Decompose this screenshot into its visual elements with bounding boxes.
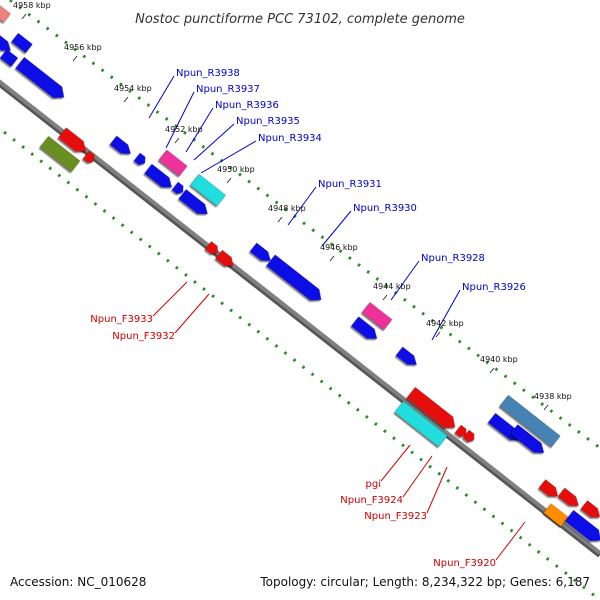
genome-summary-text: Topology: circular; Length: 8,234,322 bp…: [259, 575, 590, 589]
genome-backbone: [0, 79, 600, 558]
label-leader-lines: [148, 75, 526, 561]
scale-label-4950: 4950 kbp: [217, 165, 255, 174]
scale-label-4958: 4958 kbp: [13, 1, 51, 10]
scale-ticks: [21, 13, 549, 411]
gene-label-npun-r3930[interactable]: Npun_R3930: [353, 203, 417, 214]
gene-label-npun-r3934[interactable]: Npun_R3934: [258, 133, 322, 144]
scale-label-4940: 4940 kbp: [480, 355, 518, 364]
label-leader: [193, 123, 235, 161]
label-leader: [431, 289, 461, 341]
label-leader: [148, 75, 175, 119]
label-leader: [321, 210, 352, 247]
scale-tick: [489, 367, 495, 374]
gene-feature[interactable]: [462, 429, 477, 444]
gene-feature[interactable]: [39, 135, 81, 173]
label-leader: [495, 521, 526, 561]
label-leader: [185, 107, 214, 153]
scale-dot-line: [0, 127, 600, 600]
scale-label-4952: 4952 kbp: [165, 125, 203, 134]
label-leader: [402, 455, 433, 498]
scale-label-4944: 4944 kbp: [373, 282, 411, 291]
gene-label-npun-r3928[interactable]: Npun_R3928: [421, 253, 485, 264]
gene-feature[interactable]: [178, 188, 212, 218]
gene-feature[interactable]: [133, 152, 148, 167]
gene-label-npun-r3936[interactable]: Npun_R3936: [215, 100, 279, 111]
scale-tick: [226, 177, 232, 184]
scale-label-4954: 4954 kbp: [114, 84, 152, 93]
gene-label-npun-f3923[interactable]: Npun_F3923: [364, 511, 427, 522]
gene-feature[interactable]: [109, 135, 134, 158]
scale-tick: [21, 13, 27, 20]
gene-feature[interactable]: [171, 181, 186, 196]
scale-tick: [329, 255, 335, 262]
gene-label-npun-f3920[interactable]: Npun_F3920: [433, 558, 496, 569]
scale-tick: [72, 55, 78, 62]
label-leader: [390, 260, 420, 301]
scale-tick: [435, 331, 441, 338]
gene-label-npun-r3937[interactable]: Npun_R3937: [196, 84, 260, 95]
gene-feature[interactable]: [82, 150, 97, 165]
scale-tick: [382, 294, 388, 301]
scale-tick: [277, 216, 283, 223]
label-leader: [165, 91, 195, 149]
accession-text: Accession: NC_010628: [10, 575, 146, 589]
gene-feature[interactable]: [509, 424, 547, 458]
map-title: Nostoc punctiforme PCC 73102, complete g…: [135, 12, 465, 27]
gene-feature[interactable]: [249, 242, 274, 265]
gene-feature[interactable]: [580, 500, 600, 521]
label-leader: [287, 186, 317, 226]
gene-label-npun-f3932[interactable]: Npun_F3932: [112, 331, 175, 342]
gene-feature[interactable]: [158, 149, 188, 177]
scale-label-4948: 4948 kbp: [268, 204, 306, 213]
label-leader: [426, 466, 448, 514]
scale-tick: [123, 96, 129, 103]
gene-feature[interactable]: [144, 163, 175, 192]
scale-label-4942: 4942 kbp: [426, 319, 464, 328]
gene-feature[interactable]: [204, 240, 221, 256]
gene-feature[interactable]: [395, 346, 420, 369]
gene-features: [0, 0, 600, 546]
gene-feature[interactable]: [189, 173, 227, 207]
scale-tick: [543, 404, 549, 411]
gene-feature[interactable]: [564, 509, 600, 546]
label-leader: [200, 140, 257, 174]
gene-feature[interactable]: [215, 249, 237, 270]
gene-feature[interactable]: [0, 0, 12, 23]
gene-label-npun-r3926[interactable]: Npun_R3926: [462, 282, 526, 293]
gene-feature[interactable]: [557, 487, 582, 510]
gene-feature[interactable]: [499, 394, 561, 448]
label-leader: [380, 444, 411, 482]
gene-feature[interactable]: [543, 503, 569, 527]
gene-feature[interactable]: [15, 56, 69, 103]
gene-feature[interactable]: [57, 127, 90, 157]
gene-feature[interactable]: [350, 316, 380, 344]
gene-feature[interactable]: [394, 400, 448, 448]
scale-dot-line: [9, 0, 600, 450]
scale-tick: [174, 137, 180, 144]
gene-feature[interactable]: [0, 48, 19, 68]
gene-label-pgi[interactable]: pgi: [366, 479, 381, 490]
gene-label-npun-f3933[interactable]: Npun_F3933: [90, 314, 153, 325]
gene-feature[interactable]: [266, 254, 326, 306]
scale-label-4956: 4956 kbp: [64, 43, 102, 52]
gene-feature[interactable]: [361, 301, 393, 331]
gene-feature[interactable]: [538, 479, 562, 500]
gene-label-npun-r3938[interactable]: Npun_R3938: [176, 68, 240, 79]
gene-feature[interactable]: [406, 386, 460, 433]
backbone-line: [0, 79, 600, 555]
gene-label-npun-r3931[interactable]: Npun_R3931: [318, 179, 382, 190]
scale-label-4946: 4946 kbp: [320, 243, 358, 252]
gene-feature[interactable]: [11, 32, 33, 54]
scale-label-4938: 4938 kbp: [534, 392, 572, 401]
gene-label-npun-r3935[interactable]: Npun_R3935: [236, 116, 300, 127]
label-leader: [174, 293, 210, 334]
gene-label-npun-f3924[interactable]: Npun_F3924: [340, 495, 403, 506]
gene-feature[interactable]: [454, 424, 469, 439]
label-leader: [152, 281, 188, 317]
